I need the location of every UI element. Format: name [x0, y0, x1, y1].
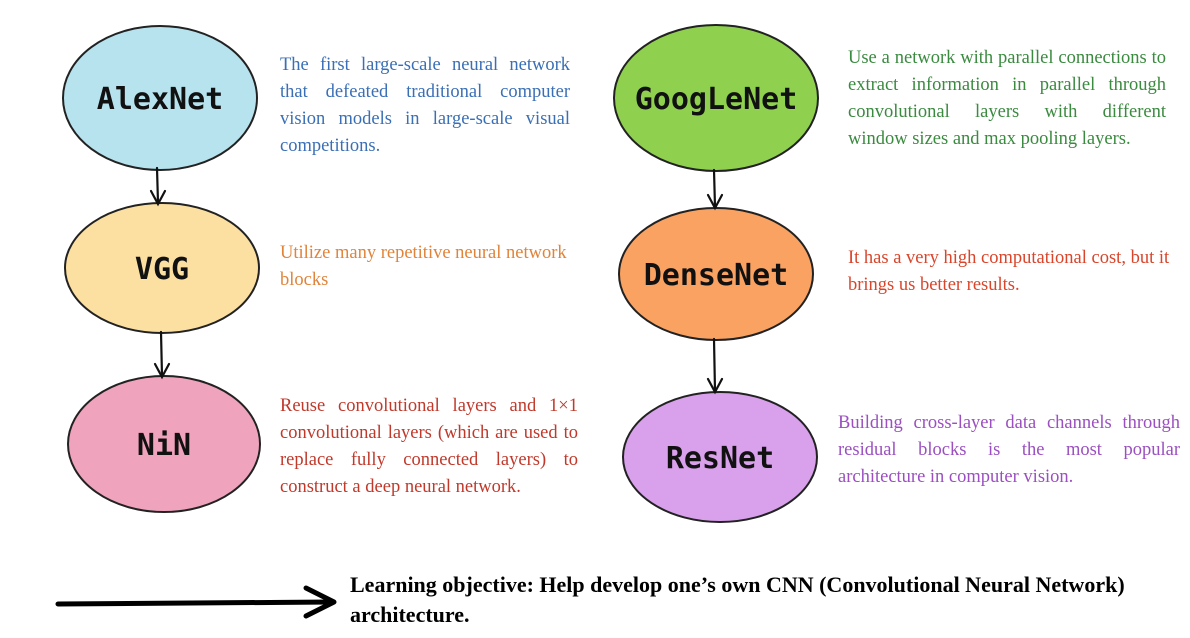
- node-densenet: DenseNet: [618, 207, 814, 341]
- node-alexnet-shape: [62, 25, 258, 171]
- node-nin: NiN: [67, 375, 261, 513]
- alexnet-description: The first large-scale neural network tha…: [280, 55, 570, 156]
- node-resnet-label: ResNet: [666, 441, 774, 476]
- node-densenet-label: DenseNet: [644, 258, 789, 293]
- node-alexnet-label: AlexNet: [97, 82, 223, 117]
- node-resnet-shape: [622, 391, 818, 523]
- node-vgg: VGG: [64, 202, 260, 334]
- node-nin-shape: [67, 375, 261, 513]
- learning-objective: Learning objective: Help develop one’s o…: [350, 572, 1125, 627]
- objective-arrow: [55, 585, 337, 619]
- densenet-description: It has a very high computational cost, b…: [848, 248, 1170, 295]
- node-nin-label: NiN: [137, 428, 191, 463]
- nin-description: Reuse convolutional layers and 1×1 convo…: [280, 396, 578, 497]
- node-googlenet: GoogLeNet: [613, 24, 819, 172]
- googlenet-description: Use a network with parallel connections …: [848, 48, 1166, 149]
- arrow-vgg-to-nin: [153, 330, 171, 380]
- arrow-googlenet-to-densenet: [706, 168, 724, 211]
- arrow-alexnet-to-vgg: [149, 166, 167, 207]
- arrow-densenet-to-resnet: [706, 337, 724, 395]
- node-resnet: ResNet: [622, 391, 818, 523]
- node-alexnet: AlexNet: [62, 25, 258, 171]
- node-googlenet-shape: [613, 24, 819, 172]
- vgg-description: Utilize many repetitive neural network b…: [280, 243, 567, 290]
- resnet-description: Building cross-layer data channels throu…: [838, 413, 1180, 487]
- node-googlenet-label: GoogLeNet: [635, 82, 798, 117]
- node-vgg-label: VGG: [135, 252, 189, 287]
